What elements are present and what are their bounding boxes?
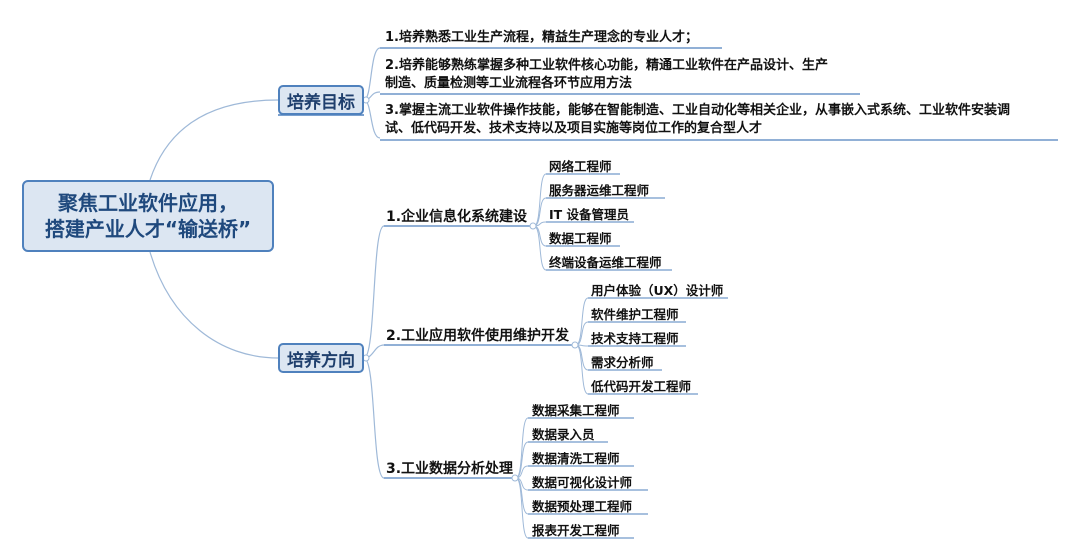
leaf-item[interactable]: 数据清洗工程师 <box>532 448 620 467</box>
leaf-item[interactable]: 数据工程师 <box>549 228 612 247</box>
leaf-item[interactable]: 数据预处理工程师 <box>532 496 632 515</box>
goal-item-line: 制造、质量检测等工业流程各环节应用方法 <box>385 76 633 91</box>
goal-item-line: 3.掌握主流工业软件操作技能，能够在智能制造、工业自动化等相关企业，从事嵌入式系… <box>385 103 1010 118</box>
leaf-label: 数据清洗工程师 <box>532 451 620 466</box>
root-topic[interactable]: 聚焦工业软件应用， 搭建产业人才“输送桥” <box>22 180 274 252</box>
leaf-item[interactable]: 服务器运维工程师 <box>549 180 649 199</box>
topic-training-direction[interactable]: 培养方向 <box>278 343 364 373</box>
goal-item-line: 1.培养熟悉工业生产流程，精益生产理念的专业人才； <box>385 30 698 45</box>
leaf-label: 数据采集工程师 <box>532 403 620 418</box>
leaf-item[interactable]: 技术支持工程师 <box>591 328 679 347</box>
leaf-label: 数据工程师 <box>549 231 612 246</box>
leaf-item[interactable]: 网络工程师 <box>549 156 612 175</box>
leaf-label: 网络工程师 <box>549 159 612 174</box>
branch-label: 1.企业信息化系统建设 <box>386 209 528 225</box>
leaf-item[interactable]: 数据采集工程师 <box>532 400 620 419</box>
goal-item-line: 试、低代码开发、技术支持以及项目实施等岗位工作的复合型人才 <box>385 121 763 136</box>
leaf-item[interactable]: 低代码开发工程师 <box>591 376 691 395</box>
leaf-label: 服务器运维工程师 <box>549 183 650 198</box>
leaf-label: 终端设备运维工程师 <box>549 255 662 270</box>
leaf-item[interactable]: 数据可视化设计师 <box>532 472 632 491</box>
leaf-label: 技术支持工程师 <box>591 331 679 346</box>
root-line-2: 搭建产业人才“输送桥” <box>44 217 252 241</box>
leaf-item[interactable]: 软件维护工程师 <box>591 304 679 323</box>
leaf-label: 数据预处理工程师 <box>532 499 633 514</box>
leaf-label: 低代码开发工程师 <box>591 379 692 394</box>
goal-item-2[interactable]: 2.培养能够熟练掌握多种工业软件核心功能，精通工业软件在产品设计、生产 制造、质… <box>385 57 828 93</box>
leaf-item[interactable]: 报表开发工程师 <box>532 520 620 539</box>
leaf-label: 报表开发工程师 <box>532 523 620 538</box>
leaf-label: 数据可视化设计师 <box>532 475 633 490</box>
branch-industrial-software[interactable]: 2.工业应用软件使用维护开发 <box>386 325 569 345</box>
leaf-label: IT 设备管理员 <box>549 207 630 222</box>
topic-training-goal[interactable]: 培养目标 <box>278 85 364 115</box>
leaf-item[interactable]: 需求分析师 <box>591 352 654 371</box>
branch-data-analysis[interactable]: 3.工业数据分析处理 <box>386 458 513 478</box>
topic-label: 培养目标 <box>287 92 355 113</box>
leaf-label: 需求分析师 <box>591 355 654 370</box>
leaf-item[interactable]: IT 设备管理员 <box>549 204 629 223</box>
leaf-item[interactable]: 数据录入员 <box>532 424 595 443</box>
leaf-label: 数据录入员 <box>532 427 595 442</box>
goal-item-1[interactable]: 1.培养熟悉工业生产流程，精益生产理念的专业人才； <box>385 29 698 47</box>
leaf-label: 用户体验（UX）设计师 <box>591 283 724 298</box>
branch-enterprise-it[interactable]: 1.企业信息化系统建设 <box>386 206 527 226</box>
goal-item-line: 2.培养能够熟练掌握多种工业软件核心功能，精通工业软件在产品设计、生产 <box>385 58 828 73</box>
goal-item-3[interactable]: 3.掌握主流工业软件操作技能，能够在智能制造、工业自动化等相关企业，从事嵌入式系… <box>385 102 1010 138</box>
root-line-1: 聚焦工业软件应用， <box>58 191 238 215</box>
leaf-item[interactable]: 终端设备运维工程师 <box>549 252 662 271</box>
leaf-label: 软件维护工程师 <box>591 307 679 322</box>
branch-label: 3.工业数据分析处理 <box>386 461 514 477</box>
branch-label: 2.工业应用软件使用维护开发 <box>386 328 570 344</box>
topic-label: 培养方向 <box>287 350 355 371</box>
leaf-item[interactable]: 用户体验（UX）设计师 <box>591 280 723 299</box>
